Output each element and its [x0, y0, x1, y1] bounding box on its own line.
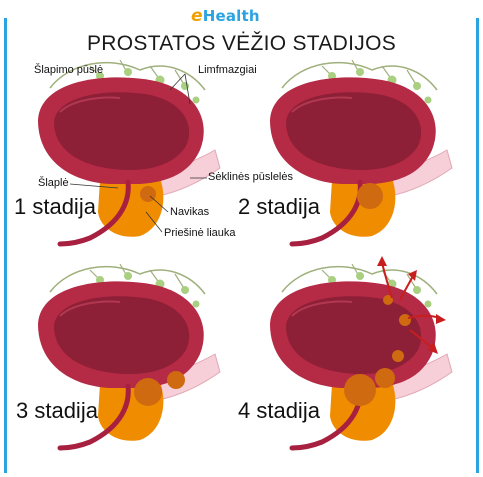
tumor-mark-stage-2: [357, 183, 383, 209]
diagram-title: PROSTATOS VĖŽIO STADIJOS: [86, 32, 397, 55]
label-tumor: Navikas: [170, 206, 210, 218]
label-prostate: Priešinė liauka: [164, 227, 236, 239]
label-lymph-nodes: Limfmazgiai: [198, 64, 257, 76]
label-urethra: Šlaplė: [38, 177, 69, 189]
image-frame: [4, 18, 479, 473]
label-seminal-vesicles: Sėklinės pūslelės: [208, 171, 293, 183]
brand-logo: eHealth: [185, 6, 266, 26]
stage-3-label: 3 stadija: [16, 398, 98, 423]
stage-4-illustration: [270, 256, 452, 448]
stage-3-illustration: [38, 264, 220, 448]
stage-4-label: 4 stadija: [238, 398, 320, 423]
stage-1-label: 1 stadija: [14, 194, 96, 219]
stage-2-label: 2 stadija: [238, 194, 320, 219]
label-leaders: [69, 73, 207, 233]
tumor-mark-stage-4: [344, 374, 376, 406]
tumor-mark-stage-3: [134, 378, 162, 406]
stage-2-illustration: [270, 60, 452, 244]
label-bladder: Šlapimo pūslė: [34, 64, 104, 76]
